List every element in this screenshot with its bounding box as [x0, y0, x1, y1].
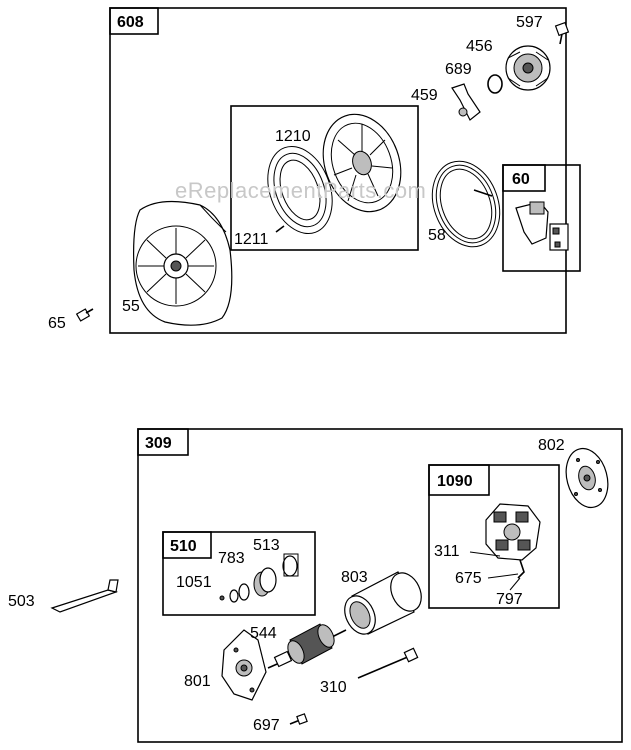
bolt-65	[75, 308, 94, 322]
label-503: 503	[8, 593, 35, 610]
assembly-label-608: 608	[117, 14, 144, 31]
drive-end-cap-801	[221, 629, 267, 701]
label-311: 311	[434, 543, 460, 560]
assembly-box-510	[162, 531, 316, 616]
assembly-box-608	[109, 7, 567, 334]
rewind-spring-1211	[267, 145, 333, 235]
assembly-tag-60	[502, 164, 546, 192]
watermark: eReplacementParts.com	[175, 178, 426, 203]
label-513: 513	[253, 537, 280, 554]
assembly-tag-309	[137, 428, 189, 456]
screw-697	[289, 713, 308, 725]
label-58: 58	[428, 227, 446, 244]
label-459: 459	[411, 87, 438, 104]
assembly-tag-1090	[428, 464, 490, 496]
label-597: 597	[516, 14, 543, 31]
bracket-503	[50, 579, 119, 613]
label-310: 310	[320, 679, 347, 696]
blower-housing-55	[133, 200, 233, 326]
assembly-label-510: 510	[170, 538, 197, 555]
assembly-label-309: 309	[145, 435, 172, 452]
label-801: 801	[184, 673, 211, 690]
label-802: 802	[538, 437, 565, 454]
label-1051: 1051	[176, 574, 212, 591]
end-plate-802	[565, 447, 609, 509]
starter-cup-456	[505, 45, 551, 91]
pulley-1210	[322, 113, 402, 213]
label-1211: 1211	[234, 231, 269, 248]
retaining-ring-689	[487, 74, 503, 94]
label-803: 803	[341, 569, 368, 586]
assembly-box-1090	[428, 464, 560, 609]
label-1210: 1210	[275, 128, 311, 145]
assembly-tag-608	[109, 7, 159, 35]
label-689: 689	[445, 61, 472, 78]
pawl-kit-60	[515, 201, 569, 251]
assembly-label-60: 60	[512, 171, 530, 188]
label-797: 797	[496, 591, 523, 608]
motor-frame-803	[344, 571, 422, 635]
label-55: 55	[122, 298, 140, 315]
group-box-1210	[230, 105, 419, 251]
label-456: 456	[466, 38, 493, 55]
label-783: 783	[218, 550, 245, 567]
assembly-box-309	[137, 428, 623, 743]
brush-holder-1090	[469, 503, 541, 591]
label-675: 675	[455, 570, 482, 587]
screw-597	[554, 21, 570, 45]
assembly-label-1090: 1090	[437, 473, 473, 490]
through-bolt-310	[357, 647, 419, 679]
assembly-tag-510	[162, 531, 212, 559]
label-697: 697	[253, 717, 280, 734]
label-65: 65	[48, 315, 66, 332]
pinion-kit-510	[219, 553, 299, 603]
pawl-459	[451, 83, 481, 121]
rope-58	[431, 160, 501, 248]
armature-544	[267, 623, 347, 669]
label-544: 544	[250, 625, 277, 642]
